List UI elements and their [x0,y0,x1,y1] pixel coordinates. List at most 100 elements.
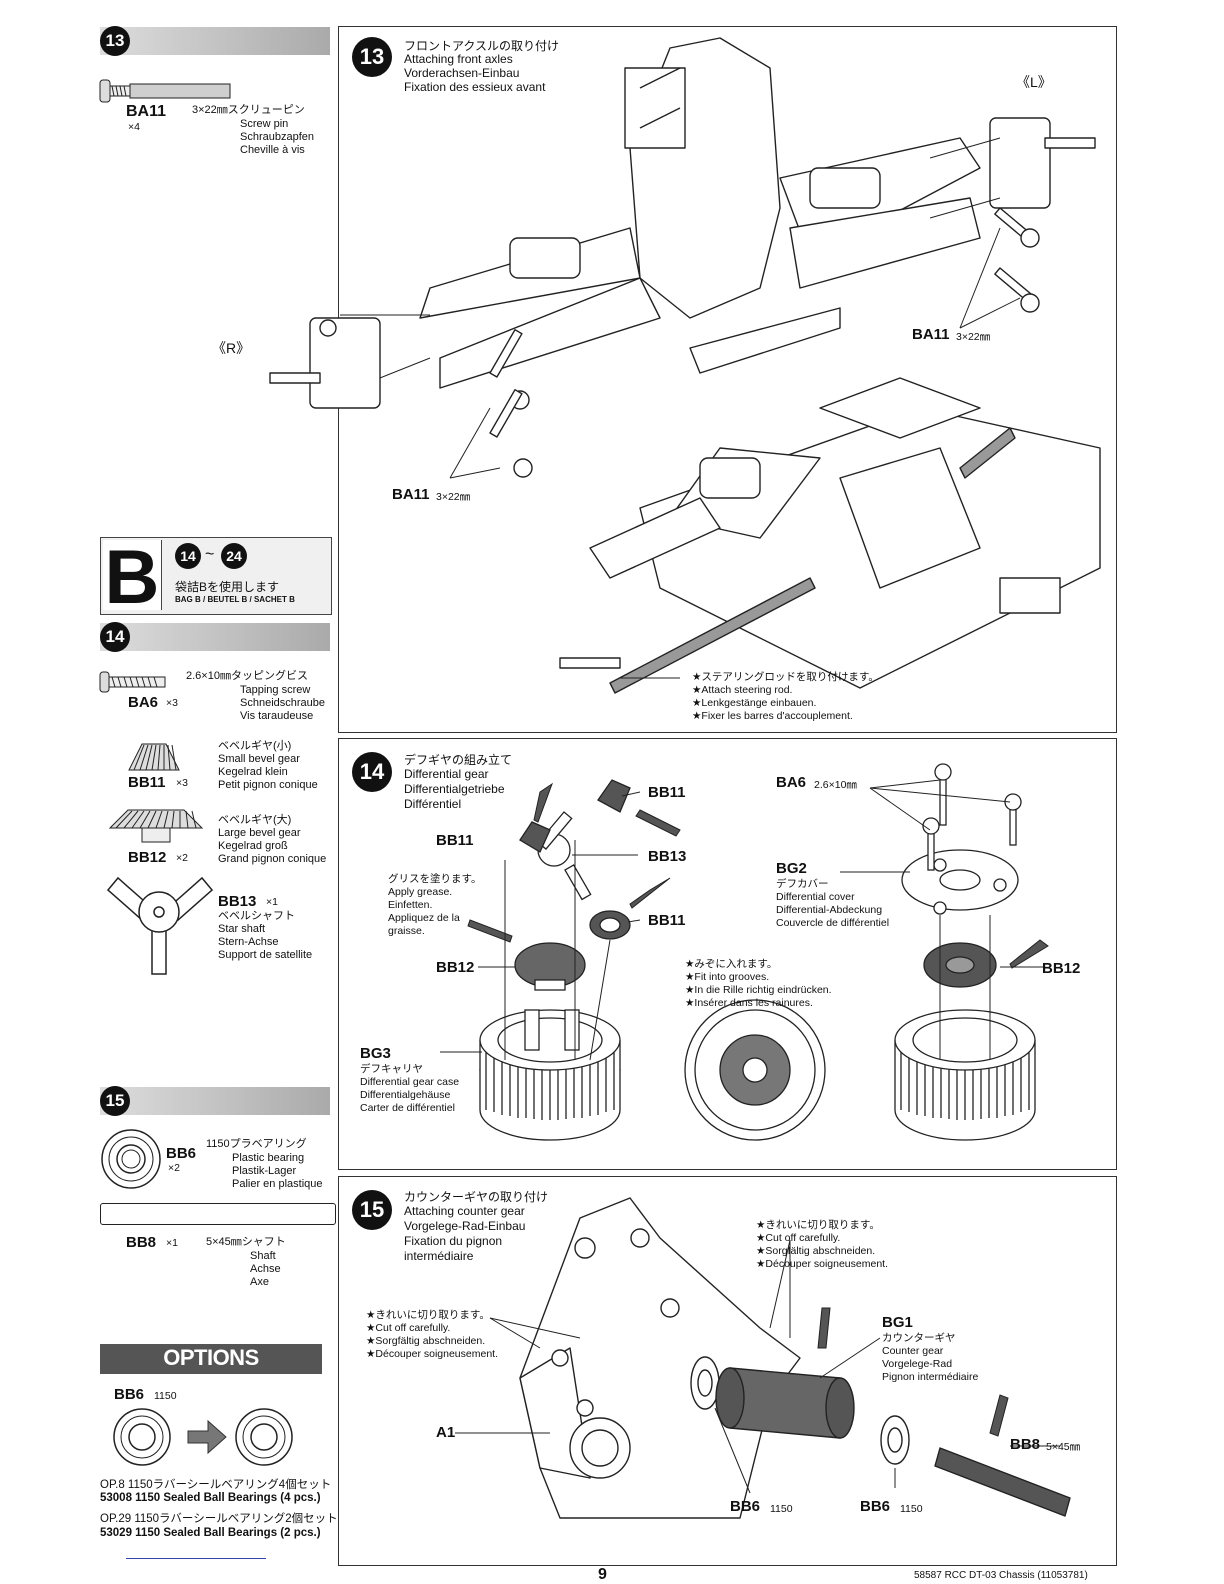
star-shaft-icon [106,876,214,975]
panel15-bg1-jp: カウンターギヤ [882,1332,956,1344]
panel14-bb12-a: BB12 [436,959,475,976]
bb12-qty: ×2 [176,852,188,864]
panel15-bb6-b-size: 1150 [900,1503,923,1515]
panel14-grease-fr2: graisse. [388,925,425,937]
plastic-bearing-icon [101,1129,161,1189]
panel15-title-de: Vorgelege-Rad-Einbau [404,1219,526,1233]
screw-pin-icon [99,79,231,103]
panel15-bb6-b-code: BB6 [860,1498,891,1515]
panel14-grooves-de: ★In die Rille richtig eindrücken. [685,984,832,996]
panel14-bg3-code: BG3 [360,1045,391,1062]
panel14-number: 14 [352,752,392,792]
bb6-qty: ×2 [168,1162,180,1174]
large-bevel-gear-icon [108,809,204,843]
panel14-bg3-fr: Carter de différentiel [360,1102,455,1114]
panel15-cut-right-fr: ★Découper soigneusement. [756,1258,888,1270]
panel14-grease-fr1: Appliquez de la [388,912,460,924]
ba11-size: 3×22㎜スクリューピン [192,104,305,116]
panel14-bb13: BB13 [648,848,687,865]
bb13-name-fr: Support de satellite [218,949,313,961]
panel14-title-en: Differential gear [404,767,489,781]
options-bearing-swap-graphic [113,1408,293,1466]
panel-step14 [338,738,1117,1170]
panel14-bb11-a: BB11 [648,784,686,801]
bb11-code: BB11 [128,774,166,791]
bb8-size: 5×45㎜シャフト [206,1236,286,1248]
step14-number: 14 [100,622,130,652]
panel14-grease-jp: グリスを塗ります。 [388,873,482,885]
bb12-jp: ベベルギヤ(大) [218,814,292,826]
bb11-name-fr: Petit pignon conique [218,779,318,791]
panel15-number: 15 [352,1190,392,1230]
panel13-note-fr: ★Fixer les barres d'accouplement. [692,710,853,722]
bag-b-range-from: 14 [175,543,201,569]
panel15-bb6-a-size: 1150 [770,1503,793,1515]
ba6-name-fr: Vis taraudeuse [240,710,314,722]
bb6-code: BB6 [166,1145,197,1162]
panel14-grooves-fr: ★Insérer dans les rainures. [685,997,813,1009]
bb11-name-en: Small bevel gear [218,753,300,765]
bb11-qty: ×3 [176,777,188,789]
bb8-name-en: Shaft [250,1250,276,1262]
step15-number: 15 [100,1086,130,1116]
bb13-jp: ベベルシャフト [218,910,295,922]
options-bb6-size: 1150 [154,1390,177,1402]
panel14-grooves-jp: ★みぞに入れます。 [685,958,778,970]
bb12-name-de: Kegelrad groß [218,840,288,852]
tapping-screw-icon [99,671,166,693]
bb12-code: BB12 [128,849,167,866]
bb8-qty: ×1 [166,1237,178,1249]
panel13-note-jp: ★ステアリングロッドを取り付けます。 [692,671,879,683]
small-bevel-gear-icon [128,743,180,771]
panel15-bg1-de: Vorgelege-Rad [882,1358,953,1370]
panel14-grease-de: Einfetten. [388,899,433,911]
differential-assembly-drawing [440,763,1049,1141]
panel14-title-de: Differentialgetriebe [404,782,505,796]
panel15-cut-left-fr: ★Découper soigneusement. [366,1348,498,1360]
bb8-name-de: Achse [250,1263,281,1275]
panel13-title-jp: フロントアクスルの取り付け [404,39,560,53]
panel14-bb12-b: BB12 [1042,960,1081,977]
panel14-bg2-fr: Couvercle de différentiel [776,917,890,929]
panel15-bg1-code: BG1 [882,1314,913,1331]
bb8-code: BB8 [126,1234,157,1251]
bag-b-range-to: 24 [221,543,247,569]
counter-gear-drawing [455,1197,1071,1519]
panel13-note-en: ★Attach steering rod. [692,684,793,696]
bb11-name-de: Kegelrad klein [218,766,288,778]
panel15-title-fr2: intermédiaire [404,1249,474,1263]
panel15-bb8-size: 5×45㎜ [1046,1441,1081,1453]
panel13-ba11-right-size: 3×22㎜ [956,331,991,343]
panel15-cut-right-de: ★Sorgfältig abschneiden. [756,1245,876,1257]
panel14-ba6-code: BA6 [776,774,807,791]
bb13-name-de: Stern-Achse [218,936,279,948]
panel14-grooves-en: ★Fit into grooves. [685,971,770,983]
step15-header-bar [100,1087,330,1115]
bb12-name-en: Large bevel gear [218,827,301,839]
step13-number: 13 [100,26,130,56]
panel13-left-mark: 《L》 [1016,74,1052,90]
panel14-title-fr: Différentiel [404,797,462,811]
panel14-bb11-c: BB11 [648,912,686,929]
panel15-title-en: Attaching counter gear [404,1204,525,1218]
chassis-front-drawing [269,37,1101,694]
bb13-name-en: Star shaft [218,923,266,935]
bb6-name-en: Plastic bearing [232,1152,305,1164]
ba6-size: 2.6×10㎜タッピングビス [186,670,308,682]
footer-product: 58587 RCC DT-03 Chassis (11053781) [914,1570,1088,1581]
panel14-title-jp: デフギヤの組み立て [404,753,513,767]
ba6-name-en: Tapping screw [240,684,311,696]
panel13-note-de: ★Lenkgestänge einbauen. [692,697,817,709]
ba11-name-fr: Cheville à vis [240,144,305,156]
panel15-a1: A1 [436,1424,456,1441]
ba11-code: BA11 [126,103,167,120]
step14-header-bar [100,623,330,651]
shaft-icon [100,1203,336,1225]
options-line-4: 53029 1150 Sealed Ball Bearings (2 pcs.) [100,1527,321,1539]
ba6-name-de: Schneidschraube [240,697,326,709]
ba11-name-de: Schraubzapfen [240,131,314,143]
page-number: 9 [598,1566,607,1583]
bag-b-en: BAG B / BEUTEL B / SACHET B [175,595,295,604]
panel14-bg2-code: BG2 [776,860,807,877]
panel14-bb11-b: BB11 [436,832,474,849]
